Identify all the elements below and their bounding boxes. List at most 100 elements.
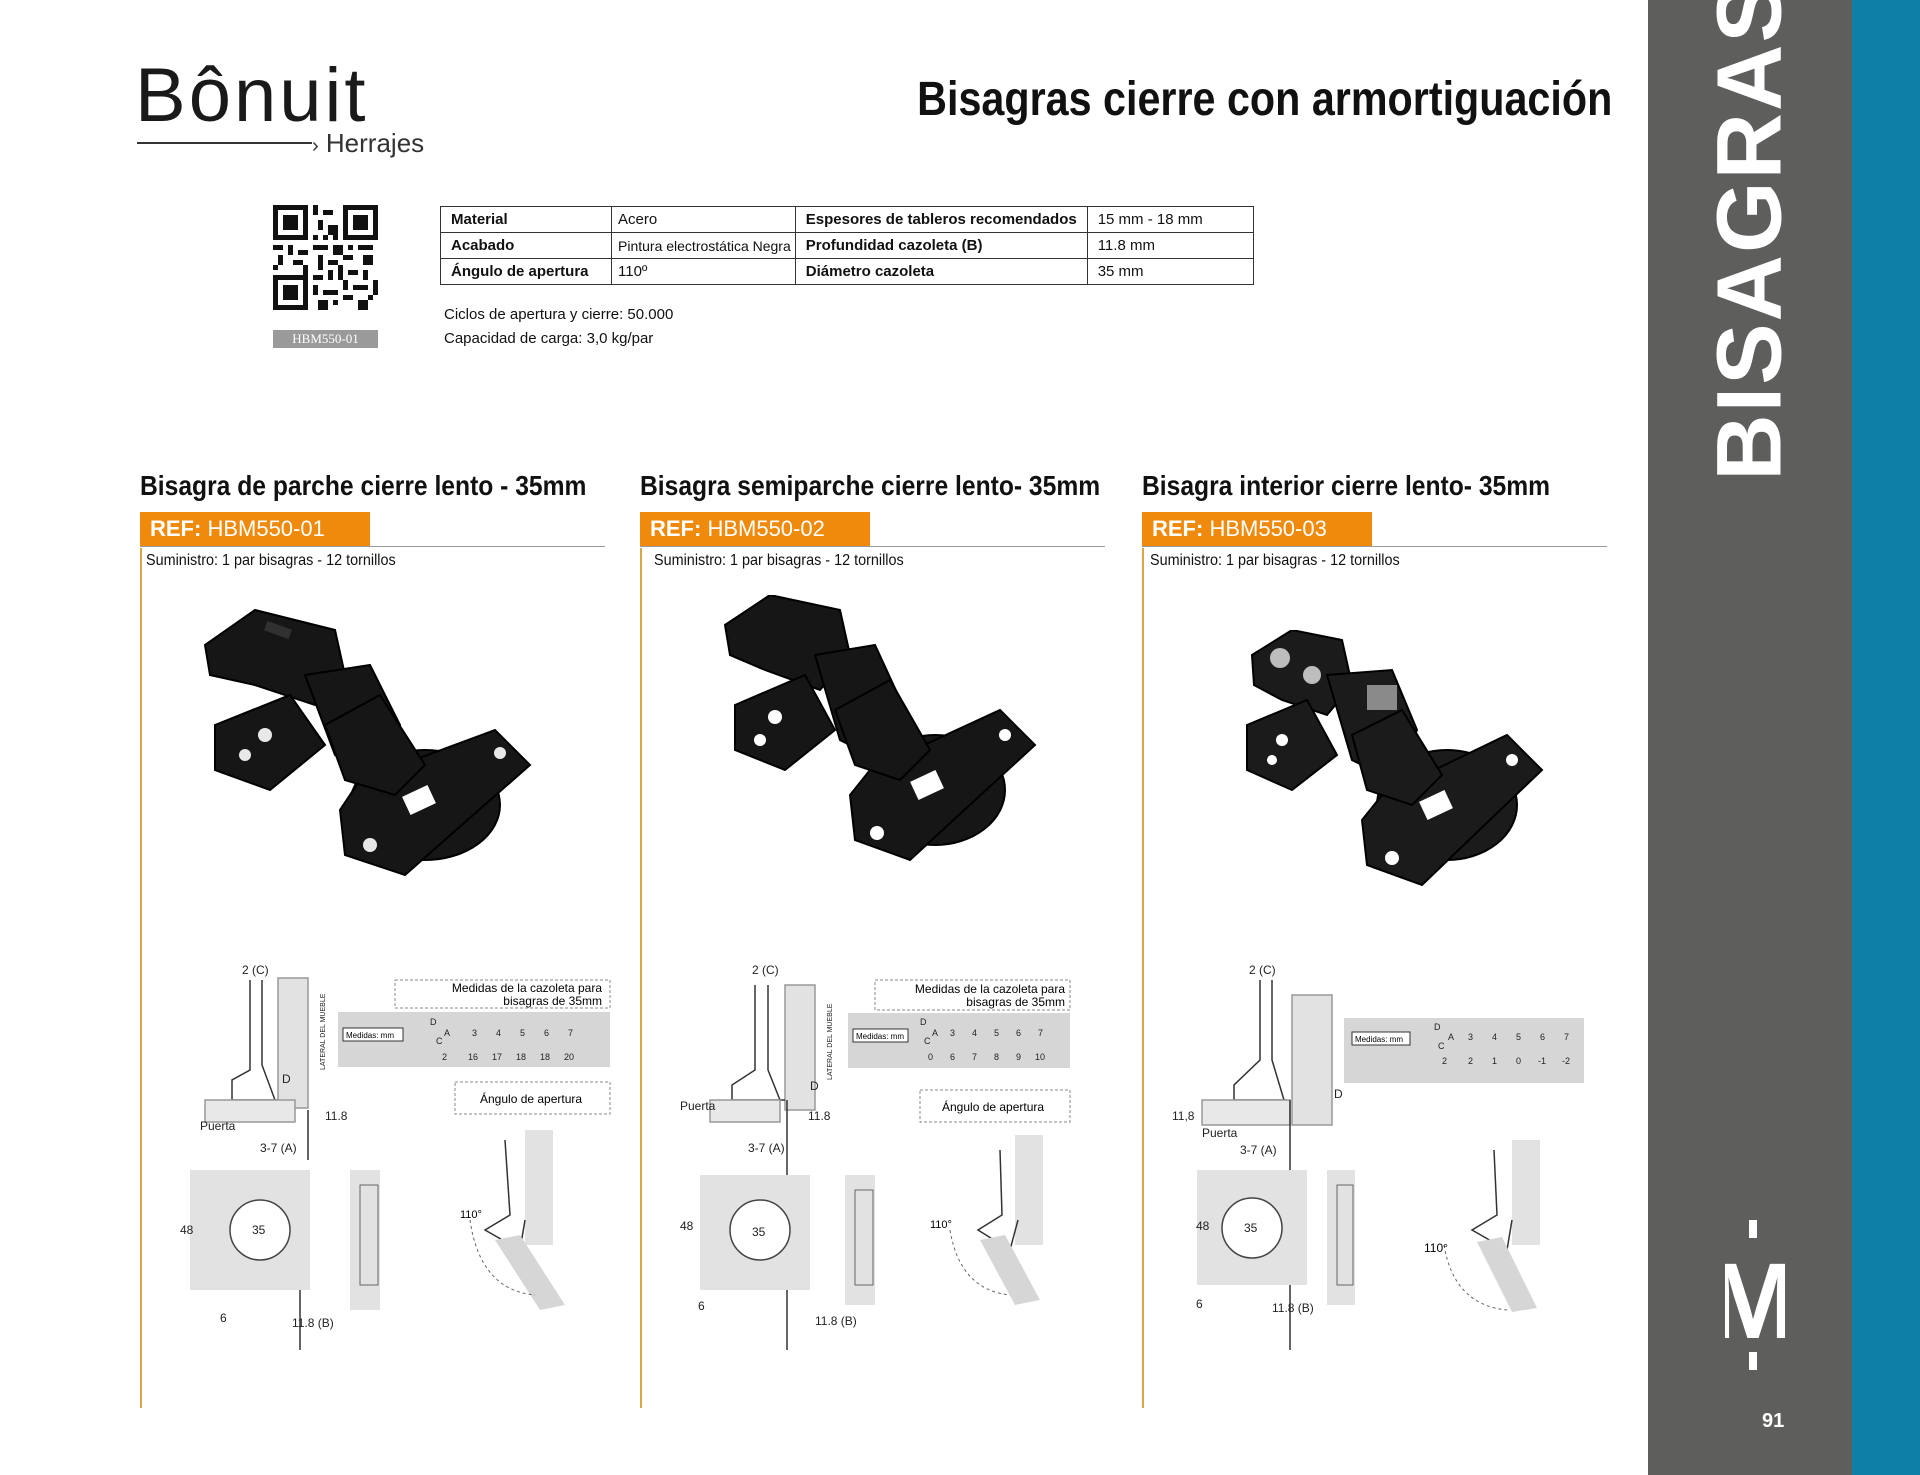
dim-6: 6 xyxy=(1196,1297,1203,1311)
spec-key: Espesores de tableros recomendados xyxy=(794,206,1088,233)
page-title: Bisagras cierre con armortiguación xyxy=(916,73,1612,126)
d-value: 16 xyxy=(468,1052,478,1062)
row-c: C xyxy=(924,1036,931,1046)
spec-value: 11.8 mm xyxy=(1086,232,1254,259)
spec-value: Acero xyxy=(611,206,796,233)
d-value: 17 xyxy=(492,1052,502,1062)
ref-bar: REF: HBM550-03 xyxy=(1142,512,1607,547)
row-c: C xyxy=(1438,1041,1445,1051)
spec-key: Material xyxy=(440,206,612,233)
dim-c-label: 2 (C) xyxy=(752,963,779,977)
lateral-label: LATERAL DEL MUEBLE xyxy=(320,993,327,1070)
dim-d-label: D xyxy=(810,1079,819,1093)
a-value: 7 xyxy=(1038,1028,1043,1038)
spec-value: 15 mm - 18 mm xyxy=(1086,206,1254,233)
spec-key: Profundidad cazoleta (B) xyxy=(794,232,1088,259)
units-label: Medidas: mm xyxy=(1355,1035,1403,1044)
a-value: 7 xyxy=(1564,1032,1569,1042)
dim-c-label: 2 (C) xyxy=(1249,963,1276,977)
cup-title-2: bisagras de 35mm xyxy=(966,995,1065,1009)
d-value: 20 xyxy=(564,1052,574,1062)
d-value: 0 xyxy=(1516,1056,1521,1066)
technical-drawing: 2 (C) LATERAL DEL MUEBLE D Puerta 11.8 3… xyxy=(180,963,611,1350)
d-value: 18 xyxy=(540,1052,550,1062)
angle-value: 110° xyxy=(1424,1241,1448,1255)
qr-label: HBM550-01 xyxy=(273,330,378,348)
door-label: Puerta xyxy=(1202,1126,1238,1140)
a-value: 4 xyxy=(972,1028,977,1038)
dim-48: 48 xyxy=(680,1219,694,1233)
c-value: 0 xyxy=(928,1052,933,1062)
dim-a-range: 3-7 (A) xyxy=(748,1141,785,1155)
angle-title: Ángulo de apertura xyxy=(480,1091,582,1106)
dim-d-label: D xyxy=(282,1072,291,1086)
row-a: A xyxy=(932,1028,938,1038)
c-value: 2 xyxy=(1442,1056,1447,1066)
spec-note-cycles: Ciclos de apertura y cierre: 50.000 xyxy=(444,306,674,323)
ref-badge: REF: HBM550-02 xyxy=(640,512,870,546)
a-value: 6 xyxy=(1540,1032,1545,1042)
spec-value: 110º xyxy=(611,258,796,285)
side-tab-title: BISAGRAS xyxy=(1698,0,1801,481)
qr-code-icon[interactable] xyxy=(273,205,378,310)
cup-title-1: Medidas de la cazoleta para xyxy=(452,981,602,995)
dim-35: 35 xyxy=(1244,1221,1258,1235)
product-column-3: Bisagra interior cierre lento- 35mm REF:… xyxy=(1142,470,1622,1408)
dim-d-label: D xyxy=(1334,1087,1343,1101)
technical-drawing: 2 (C) D Puerta 11,8 3-7 (A) 48 35 6 11.8… xyxy=(1172,963,1584,1350)
a-value: 3 xyxy=(472,1028,477,1038)
units-label: Medidas: mm xyxy=(346,1031,394,1040)
angle-title: Ángulo de apertura xyxy=(942,1099,1044,1114)
row-a: A xyxy=(1448,1032,1454,1042)
ref-badge: REF: HBM550-01 xyxy=(140,512,370,546)
specs-row: Material Acero Espesores de tableros rec… xyxy=(440,206,1254,233)
product-title: Bisagra interior cierre lento- 35mm xyxy=(1142,470,1551,501)
product-column-1: Bisagra de parche cierre lento - 35mm RE… xyxy=(140,470,620,1408)
row-d: D xyxy=(920,1017,927,1027)
spec-key: Acabado xyxy=(440,232,612,259)
dim-48: 48 xyxy=(180,1223,194,1237)
d-value: 7 xyxy=(972,1052,977,1062)
hinge-product-image xyxy=(203,608,532,877)
hinge-product-image xyxy=(1246,630,1544,887)
dim-b-depth: 11,8 xyxy=(1172,1109,1195,1123)
dim-6: 6 xyxy=(698,1299,705,1313)
row-d: D xyxy=(1434,1022,1441,1032)
spec-note-load: Capacidad de carga: 3,0 kg/par xyxy=(444,330,654,347)
a-value: 6 xyxy=(1016,1028,1021,1038)
row-d: D xyxy=(430,1017,437,1027)
product-column-2: Bisagra semiparche cierre lento- 35mm RE… xyxy=(640,470,1120,1408)
d-value: 1 xyxy=(1492,1056,1497,1066)
dim-a-range: 3-7 (A) xyxy=(260,1141,297,1155)
a-value: 5 xyxy=(994,1028,999,1038)
ref-badge: REF: HBM550-03 xyxy=(1142,512,1372,546)
a-value: 7 xyxy=(568,1028,573,1038)
d-value: 2 xyxy=(1468,1056,1473,1066)
spec-key: Diámetro cazoleta xyxy=(794,258,1088,285)
column-divider xyxy=(1142,548,1144,1408)
technical-drawing: 2 (C) LATERAL DEL MUEBLE D Puerta 11.8 3… xyxy=(680,963,1071,1350)
d-value: 8 xyxy=(994,1052,999,1062)
a-value: 5 xyxy=(520,1028,525,1038)
side-accent-band xyxy=(1852,0,1920,1475)
row-a: A xyxy=(444,1028,450,1038)
row-c: C xyxy=(436,1036,443,1046)
dim-48: 48 xyxy=(1196,1219,1210,1233)
dim-b: 11.8 (B) xyxy=(292,1316,334,1330)
a-value: 6 xyxy=(544,1028,549,1038)
cup-title-2: bisagras de 35mm xyxy=(503,994,602,1008)
door-label: Puerta xyxy=(680,1099,716,1113)
spec-value: Pintura electrostática Negra xyxy=(611,232,796,259)
dim-b: 11.8 (B) xyxy=(815,1314,857,1328)
dim-6: 6 xyxy=(220,1311,227,1325)
door-label: Puerta xyxy=(200,1119,236,1133)
supply-text: Suministro: 1 par bisagras - 12 tornillo… xyxy=(654,552,904,569)
specs-table: Material Acero Espesores de tableros rec… xyxy=(440,206,1254,285)
d-value: 6 xyxy=(950,1052,955,1062)
d-value: 10 xyxy=(1035,1052,1045,1062)
dim-b-depth: 11.8 xyxy=(325,1109,348,1123)
spec-value: 35 mm xyxy=(1086,258,1254,285)
brand-mark-icon: M xyxy=(1725,1220,1785,1370)
column-divider xyxy=(640,548,642,1408)
brand-logo: Bônuit xyxy=(135,53,369,138)
